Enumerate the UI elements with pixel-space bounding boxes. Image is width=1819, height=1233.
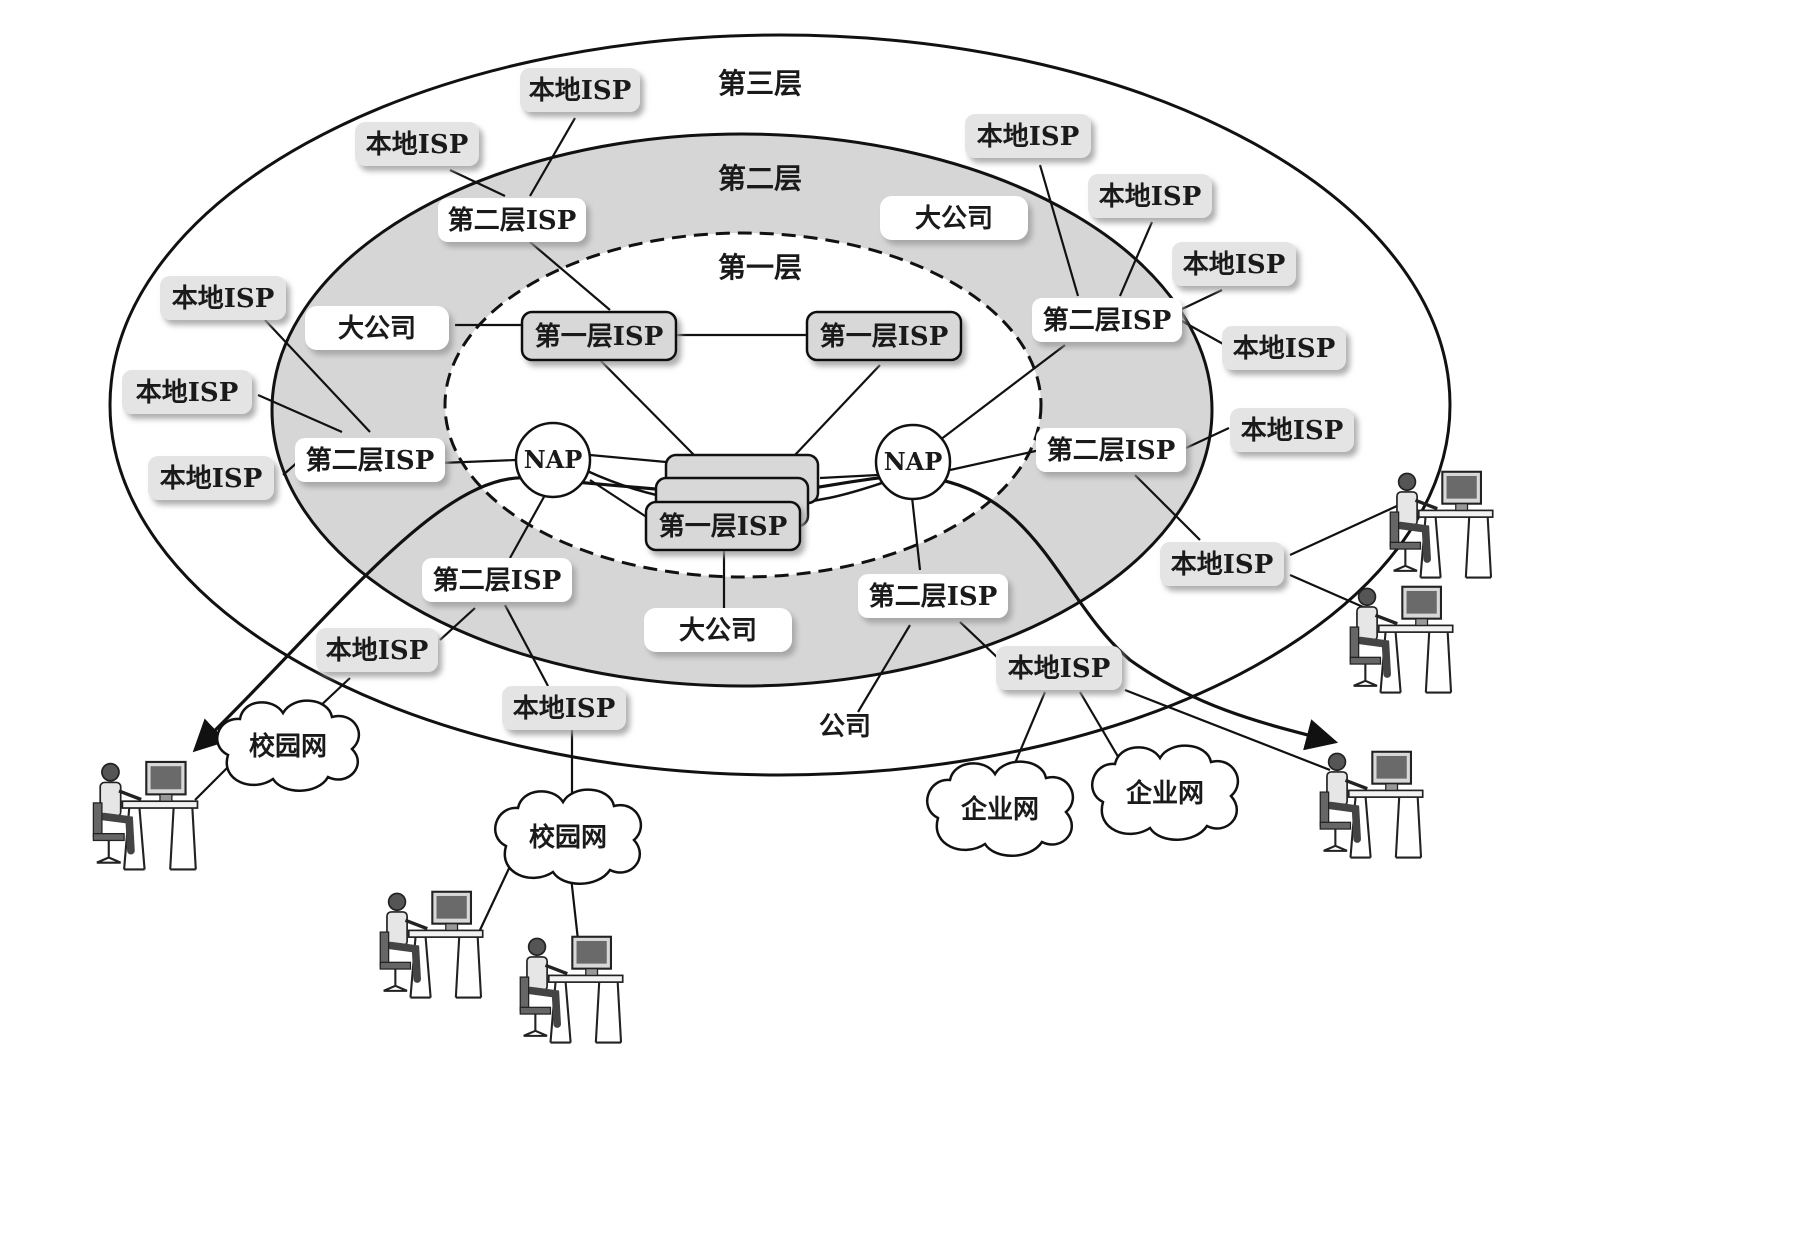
tier2-isp-label: 第二层ISP — [306, 445, 435, 476]
cloud-nodes: 校园网 校园网 企业网 企业网 — [216, 699, 1240, 885]
user-workstation-icon — [1350, 587, 1452, 693]
big-company-label: 大公司 — [679, 616, 757, 646]
local-isp-label: 本地ISP — [1008, 654, 1111, 684]
campus-net-label: 校园网 — [249, 731, 327, 762]
local-isp-label: 本地ISP — [513, 694, 616, 724]
tier2-isp-nodes: 第二层ISP 第二层ISP 第二层ISP 第二层ISP 第二层ISP 第二层IS… — [295, 198, 1186, 618]
enterprise-net-label: 企业网 — [1126, 778, 1204, 809]
local-isp-label: 本地ISP — [160, 464, 263, 494]
tier1-isp-nodes: 第一层ISP 第一层ISP 第一层ISP — [520, 310, 963, 552]
tier1-isp-label: 第一层ISP — [535, 321, 664, 352]
enterprise-net-label: 企业网 — [961, 794, 1039, 825]
local-isp-label: 本地ISP — [136, 378, 239, 408]
tier2-isp-label: 第二层ISP — [433, 565, 562, 596]
local-isp-label: 本地ISP — [366, 130, 469, 160]
local-isp-label: 本地ISP — [1099, 182, 1202, 212]
local-isp-label: 本地ISP — [1241, 416, 1344, 446]
user-workstation-icon — [1390, 472, 1492, 578]
local-isp-label: 本地ISP — [529, 76, 632, 106]
local-isp-label: 本地ISP — [977, 122, 1080, 152]
campus-net-label: 校园网 — [529, 822, 607, 853]
local-isp-label: 本地ISP — [1183, 250, 1286, 280]
user-workstation-icon — [1320, 752, 1422, 858]
tier2-isp-label: 第二层ISP — [869, 581, 998, 612]
local-isp-label: 本地ISP — [1233, 334, 1336, 364]
tier2-isp-label: 第二层ISP — [1047, 435, 1176, 466]
enterprise-cloud — [1091, 744, 1240, 841]
campus-cloud — [494, 788, 643, 885]
tier2-isp-label: 第二层ISP — [1043, 305, 1172, 336]
nap-nodes: NAP NAP — [514, 421, 952, 501]
company-nodes: 大公司 大公司 大公司 公司 — [305, 196, 1028, 742]
campus-cloud — [216, 699, 361, 792]
tier1-isp-label: 第一层ISP — [820, 321, 949, 352]
tier1-isp-label: 第一层ISP — [659, 511, 788, 542]
local-isp-label: 本地ISP — [1171, 550, 1274, 580]
enterprise-cloud — [926, 760, 1075, 857]
tier3-label: 第三层 — [718, 67, 802, 100]
user-workstation-icon — [93, 762, 197, 870]
user-workstation-icon — [380, 892, 482, 998]
user-workstation-icon — [520, 937, 622, 1043]
tier2-isp-label: 第二层ISP — [448, 205, 577, 236]
local-isp-nodes: 本地ISP 本地ISP 本地ISP 本地ISP 本地ISP 本地ISP 本地IS… — [122, 68, 1354, 730]
local-isp-label: 本地ISP — [326, 636, 429, 666]
local-isp-label: 本地ISP — [172, 284, 275, 314]
company-label: 公司 — [819, 712, 871, 742]
traffic-path — [192, 474, 1339, 753]
tier1-label: 第一层 — [718, 251, 802, 284]
big-company-label: 大公司 — [338, 314, 416, 344]
nap-label: NAP — [884, 447, 943, 476]
tier2-label: 第二层 — [718, 162, 802, 195]
nap-label: NAP — [524, 445, 583, 474]
big-company-label: 大公司 — [915, 204, 993, 234]
